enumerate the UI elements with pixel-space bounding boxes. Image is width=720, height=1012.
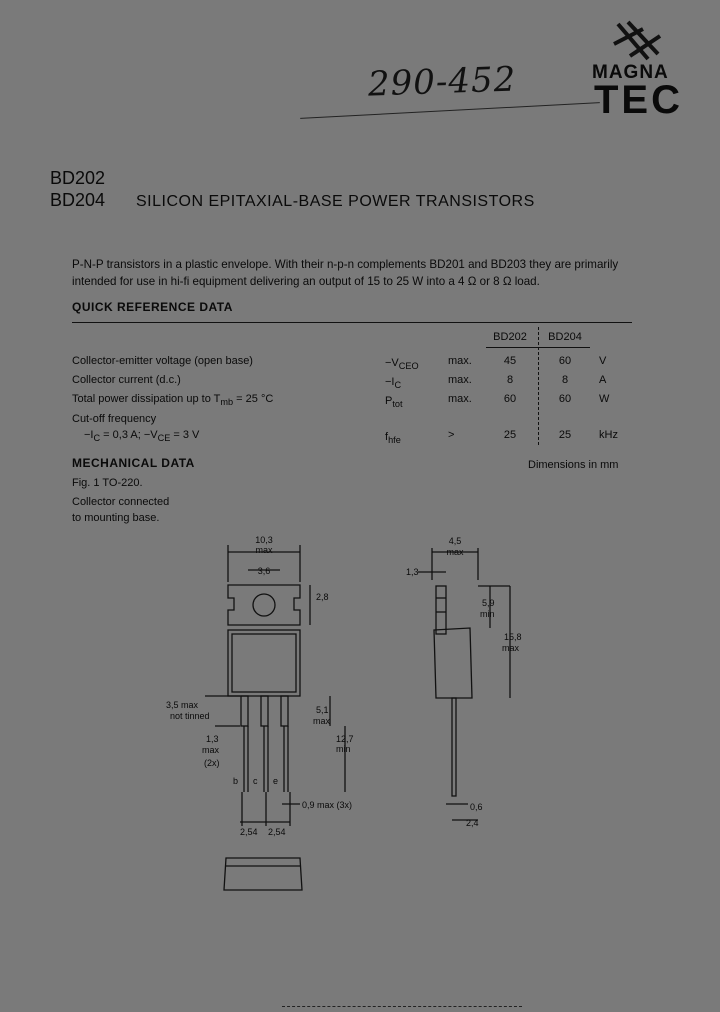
col-header-bd202: BD202 (493, 331, 527, 343)
limit-qualifier: max. (448, 374, 472, 386)
collector-note-2: to mounting base. (72, 512, 160, 524)
quick-reference-heading: QUICK REFERENCE DATA (72, 300, 233, 314)
param-symbol: fhfe (385, 431, 401, 446)
param-label: Collector-emitter voltage (open base) (72, 355, 253, 367)
divider (72, 322, 632, 323)
lead-thickness: 0,9 max (3x) (302, 800, 352, 810)
footer-rule (282, 1006, 522, 1007)
value-bd202: 25 (503, 429, 517, 441)
dim-tab: 2,8 (316, 592, 329, 602)
col-header-bd204: BD204 (548, 331, 582, 343)
lead-offset: 2,4 (466, 818, 479, 828)
document-title: SILICON EPITAXIAL-BASE POWER TRANSISTORS (136, 193, 535, 210)
dim-lead-length: 12,7 (336, 734, 354, 744)
dim-lead-length-min: min (336, 744, 351, 754)
dim-hole: 3,6 (258, 566, 271, 576)
type-number-1: BD202 (50, 168, 106, 188)
dimensions-note: Dimensions in mm (528, 459, 619, 471)
side-width: 4,5 (449, 536, 462, 546)
param-label: Cut-off frequency (72, 413, 157, 425)
header-rule (486, 347, 590, 348)
dim-body-max: max (313, 716, 331, 726)
lead-annotation-1: 3,5 max (166, 700, 199, 710)
param-symbol: Ptot (385, 395, 403, 410)
lead-thick-side: 0,6 (470, 802, 483, 812)
side-width-max: max (446, 547, 464, 557)
limit-qualifier: max. (448, 393, 472, 405)
pin-label-base: b (233, 776, 238, 786)
intro-paragraph: P-N-P transistors in a plastic envelope.… (72, 258, 619, 288)
value-bd204: 25 (558, 429, 572, 441)
pin-pitch-1: 2,54 (240, 827, 258, 837)
dim-side-h1-min: min (480, 609, 495, 619)
dim-side-h2: 15,8 (504, 632, 522, 642)
unit: V (599, 355, 607, 367)
logo-wordmark-top: MAGNA (592, 62, 669, 83)
param-symbol: −VCEO (385, 357, 419, 372)
value-bd202: 60 (503, 393, 517, 405)
param-label: Collector current (d.c.) (72, 374, 181, 386)
figure-caption: Fig. 1 TO-220. (72, 477, 143, 489)
column-separator (538, 327, 539, 445)
limit-qualifier: max. (448, 355, 472, 367)
lead-width-max: max (202, 745, 220, 755)
lead-annotation-2: not tinned (170, 711, 210, 721)
dim-side-h2-max: max (502, 643, 520, 653)
test-condition: −IC = 0,3 A; −VCE = 3 V (84, 429, 200, 444)
unit: A (599, 374, 607, 386)
value-bd204: 60 (558, 393, 572, 405)
unit: W (599, 393, 610, 405)
lead-width: 1,3 (206, 734, 219, 744)
tab-thickness: 1,3 (406, 567, 419, 577)
to220-outline-drawing: 10,3 max 3,6 2,8 3,5 max not tinned 1,3 … (166, 535, 522, 891)
logo-wordmark-bottom: TEC (594, 78, 683, 122)
mechanical-heading: MECHANICAL DATA (72, 456, 195, 470)
param-label: Total power dissipation up to Tmb = 25 °… (72, 393, 274, 408)
dim-side-h1: 5,9 (482, 598, 495, 608)
pin-label-emitter: e (273, 776, 278, 786)
dim-body: 5,1 (316, 705, 329, 715)
type-number-2: BD204 (50, 190, 106, 210)
magnatec-logo-icon (613, 20, 662, 61)
value-bd202: 45 (503, 355, 517, 367)
dim-width: 10,3 (255, 535, 273, 545)
value-bd204: 60 (558, 355, 572, 367)
limit-qualifier: > (448, 429, 455, 441)
underline-stroke (300, 102, 600, 119)
lead-width-count: (2x) (204, 758, 220, 768)
param-symbol: −IC (385, 376, 402, 391)
handwritten-note: 290-452 (367, 59, 517, 105)
value-bd202: 8 (506, 374, 514, 386)
value-bd204: 8 (561, 374, 569, 386)
pin-pitch-2: 2,54 (268, 827, 286, 837)
collector-note-1: Collector connected (72, 496, 170, 508)
dim-width-max: max (255, 545, 273, 555)
pin-label-collector: c (253, 776, 258, 786)
unit: kHz (599, 429, 618, 441)
